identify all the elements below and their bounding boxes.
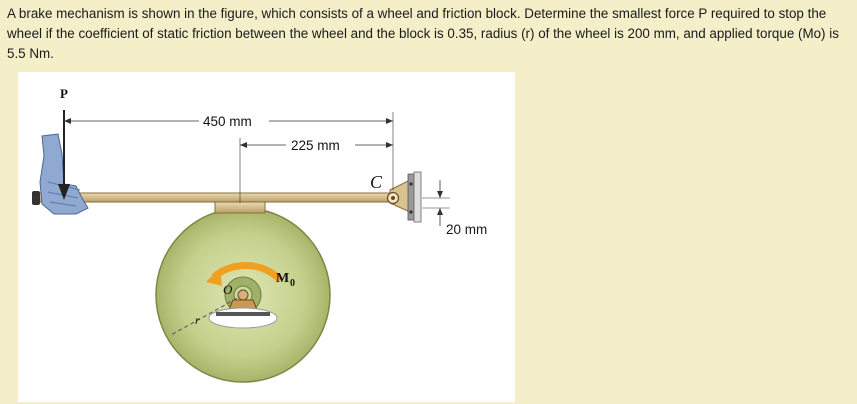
brake-figure: P 450 mm 225 mm C M 0 O r [18,72,515,402]
pin-label: C [370,172,383,192]
problem-statement: A brake mechanism is shown in the figure… [7,6,839,61]
dimension-225 [239,138,393,203]
brake-block [214,201,266,214]
dim-short-label: 225 mm [291,138,340,153]
moment-label: M [276,271,289,286]
dimension-20 [422,180,450,226]
force-arrow [58,110,70,200]
brake-lever [37,192,395,203]
center-label: O [223,282,233,297]
force-label: P [60,86,68,101]
pin-support [386,171,422,223]
brake-diagram: P 450 mm 225 mm C M 0 O r [32,86,450,383]
axle-support [208,289,278,329]
moment-subscript: 0 [290,278,295,289]
handle-end [32,191,40,205]
dimension-450 [64,112,394,190]
dim-height-label: 20 mm [446,222,488,237]
dim-long-label: 450 mm [203,114,252,129]
moment-arrow [206,261,283,286]
radius-label: r [195,313,200,327]
